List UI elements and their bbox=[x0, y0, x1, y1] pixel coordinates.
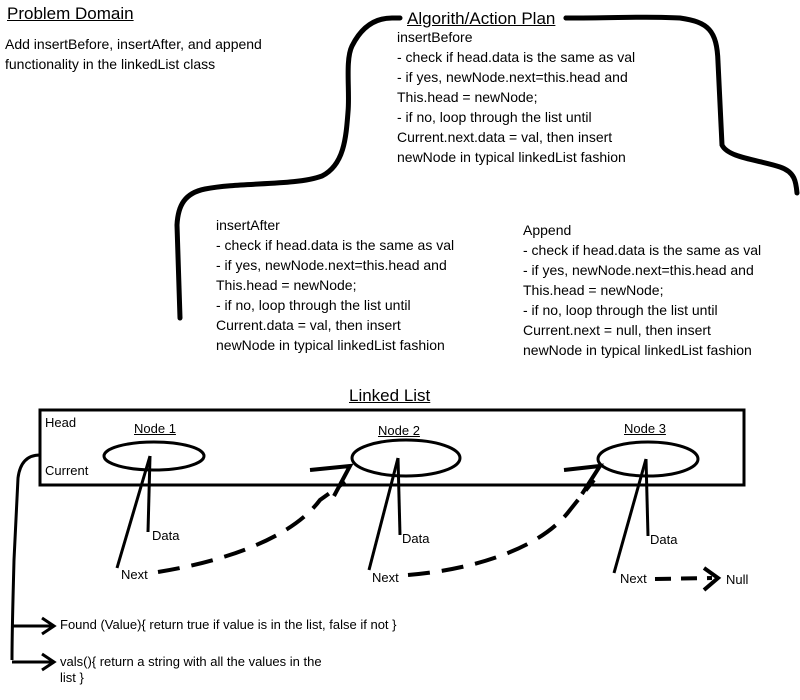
node-3-next-line bbox=[612, 458, 648, 574]
node-2-next-line bbox=[367, 457, 400, 571]
action-plan-curve-right bbox=[563, 14, 800, 196]
node-3-shape bbox=[596, 440, 700, 478]
problem-domain-heading: Problem Domain bbox=[7, 4, 134, 23]
head-label: Head bbox=[45, 415, 77, 430]
append-line: newNode in typical linkedList fashion bbox=[523, 342, 752, 358]
node-1-next-label: Next bbox=[121, 567, 148, 582]
current-label: Current bbox=[45, 463, 89, 478]
node-2-data-label: Data bbox=[402, 531, 430, 546]
insert-after-line: - if yes, newNode.next=this.head and bbox=[216, 257, 447, 273]
append-line: Current.next = null, then insert bbox=[523, 322, 711, 338]
append-block: Append - check if head.data is the same … bbox=[523, 220, 761, 360]
node-2-title: Node 2 bbox=[378, 423, 420, 438]
node-3-data-line bbox=[644, 458, 650, 537]
node-3-title: Node 3 bbox=[624, 421, 666, 436]
found-method: Found (Value){ return true if value is i… bbox=[60, 617, 397, 632]
append-line: This.head = newNode; bbox=[523, 282, 664, 298]
node-1-title: Node 1 bbox=[134, 421, 176, 436]
node-1-data-label: Data bbox=[152, 528, 180, 543]
null-label: Null bbox=[726, 572, 749, 587]
insert-after-line: - if no, loop through the list until bbox=[216, 297, 411, 313]
vals-method: vals(){ return a string with all the val… bbox=[60, 654, 322, 686]
node-3-data-label: Data bbox=[650, 532, 678, 547]
insert-before-block: insertBefore - check if head.data is the… bbox=[397, 27, 635, 167]
node-2-data-line bbox=[396, 457, 402, 536]
insert-after-block: insertAfter - check if head.data is the … bbox=[216, 215, 454, 355]
insert-after-line: Current.data = val, then insert bbox=[216, 317, 401, 333]
append-title: Append bbox=[523, 222, 572, 238]
next-arrow-1-to-2 bbox=[157, 480, 347, 574]
insert-before-line: This.head = newNode; bbox=[397, 89, 538, 105]
next-arrow-3-to-null-tip bbox=[702, 566, 722, 592]
node-1-shape bbox=[102, 440, 206, 472]
vals-arrow-tip bbox=[41, 652, 57, 672]
node-2-shape bbox=[350, 438, 462, 478]
next-arrow-2-to-3 bbox=[407, 478, 596, 577]
insert-after-title: insertAfter bbox=[216, 217, 280, 233]
node-3-next-label: Next bbox=[620, 571, 647, 586]
problem-domain-description: Add insertBefore, insertAfter, and appen… bbox=[5, 34, 262, 74]
insert-before-line: Current.next.data = val, then insert bbox=[397, 129, 613, 145]
action-plan-heading: Algorith/Action Plan bbox=[405, 9, 558, 29]
insert-before-title: insertBefore bbox=[397, 29, 473, 45]
append-line: - check if head.data is the same as val bbox=[523, 242, 762, 258]
insert-after-line: This.head = newNode; bbox=[216, 277, 357, 293]
next-arrow-3-to-null bbox=[654, 576, 713, 581]
insert-before-line: - if yes, newNode.next=this.head and bbox=[397, 69, 628, 85]
append-line: - if yes, newNode.next=this.head and bbox=[523, 262, 754, 278]
insert-after-line: newNode in typical linkedList fashion bbox=[216, 337, 445, 353]
node-1-next-line bbox=[115, 455, 152, 569]
node-2-next-label: Next bbox=[372, 570, 399, 585]
found-arrow-tip bbox=[41, 616, 57, 636]
vals-method-line: vals(){ return a string with all the val… bbox=[60, 654, 322, 669]
problem-domain-line: functionality in the linkedList class bbox=[5, 56, 216, 72]
insert-after-line: - check if head.data is the same as val bbox=[216, 237, 455, 253]
insert-before-line: - if no, loop through the list until bbox=[397, 109, 592, 125]
insert-before-line: newNode in typical linkedList fashion bbox=[397, 149, 626, 165]
append-line: - if no, loop through the list until bbox=[523, 302, 718, 318]
next-arrow-1-to-2-tip bbox=[309, 463, 354, 497]
insert-before-line: - check if head.data is the same as val bbox=[397, 49, 636, 65]
methods-bracket bbox=[10, 453, 41, 661]
vals-method-line: list } bbox=[60, 670, 84, 685]
next-arrow-2-to-3-tip bbox=[563, 463, 604, 496]
problem-domain-line: Add insertBefore, insertAfter, and appen… bbox=[5, 36, 262, 52]
node-1-data-line bbox=[146, 455, 152, 533]
linked-list-heading: Linked List bbox=[349, 386, 431, 405]
